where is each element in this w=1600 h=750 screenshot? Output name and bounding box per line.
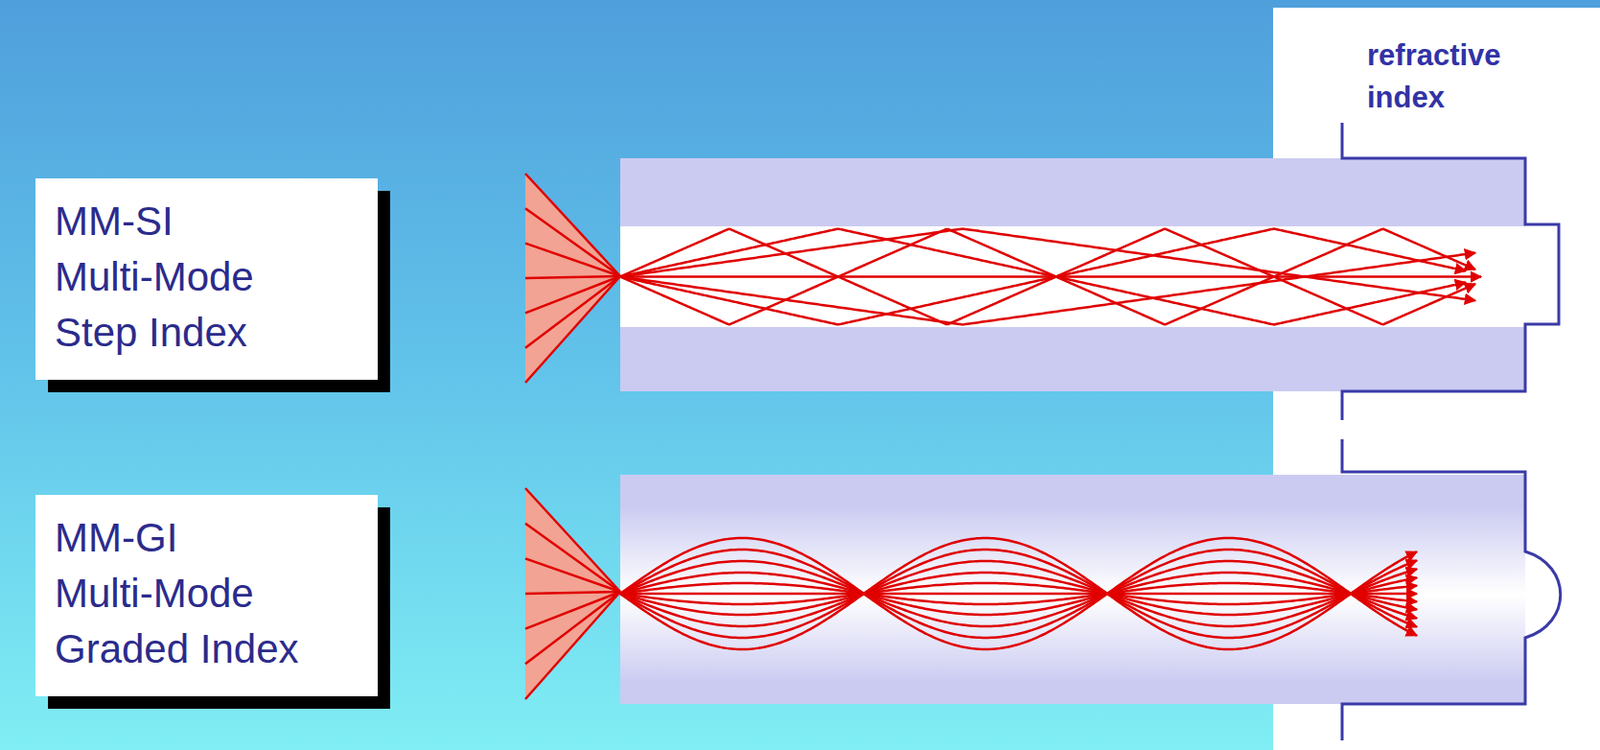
graded-index-ray [620, 560, 1417, 627]
cladding [620, 474, 1526, 704]
input-ray [525, 276, 621, 383]
input-ray [525, 276, 621, 279]
step-index-ray [620, 229, 1476, 302]
graded-core [620, 506, 1526, 683]
input-cone [525, 173, 621, 383]
input-ray [525, 591, 621, 664]
fiber-name: Multi-Mode Step Index [54, 249, 343, 361]
input-ray [525, 591, 621, 629]
step-index-ray [620, 229, 1476, 325]
light-rays [620, 229, 1482, 650]
fiber-type-box: MM-SIMulti-Mode Step Index [35, 178, 378, 380]
light-cones [525, 173, 621, 699]
input-ray [525, 243, 621, 277]
step-index-ray [620, 229, 1476, 325]
graded-index-ray [620, 549, 1417, 638]
fiber-type-box: MM-GIMulti-Mode Graded Index [35, 494, 378, 696]
fiber-abbreviation: MM-SI [54, 193, 343, 250]
graded-index-ray [620, 537, 1417, 650]
input-ray [525, 276, 621, 348]
input-ray [525, 591, 621, 594]
graded-index-ray [620, 582, 1417, 604]
input-ray [525, 173, 621, 277]
graded-index-ray [620, 592, 1417, 596]
fiber-name: Multi-Mode Graded Index [54, 565, 343, 677]
input-cone [525, 487, 621, 699]
graded-index-ray [620, 572, 1417, 615]
graded-index-ray [620, 537, 1417, 650]
cladding [620, 158, 1526, 392]
input-ray [525, 557, 621, 592]
input-ray [525, 523, 621, 592]
step-profile [1342, 122, 1559, 420]
graded-index-ray [620, 572, 1417, 615]
step-index-ray [620, 253, 1476, 325]
input-ray [525, 591, 621, 699]
fiber-abbreviation: MM-GI [54, 510, 343, 566]
graded-index-ray [620, 549, 1417, 638]
core [620, 226, 1526, 327]
graded-index-ray [620, 560, 1417, 627]
graded-index-ray [620, 582, 1417, 604]
step-index-ray [620, 229, 1466, 325]
input-ray [525, 487, 621, 592]
input-ray [525, 276, 621, 313]
axis-label: refractive index [1367, 34, 1569, 119]
input-ray [525, 208, 621, 277]
step-index-ray [620, 229, 1466, 325]
